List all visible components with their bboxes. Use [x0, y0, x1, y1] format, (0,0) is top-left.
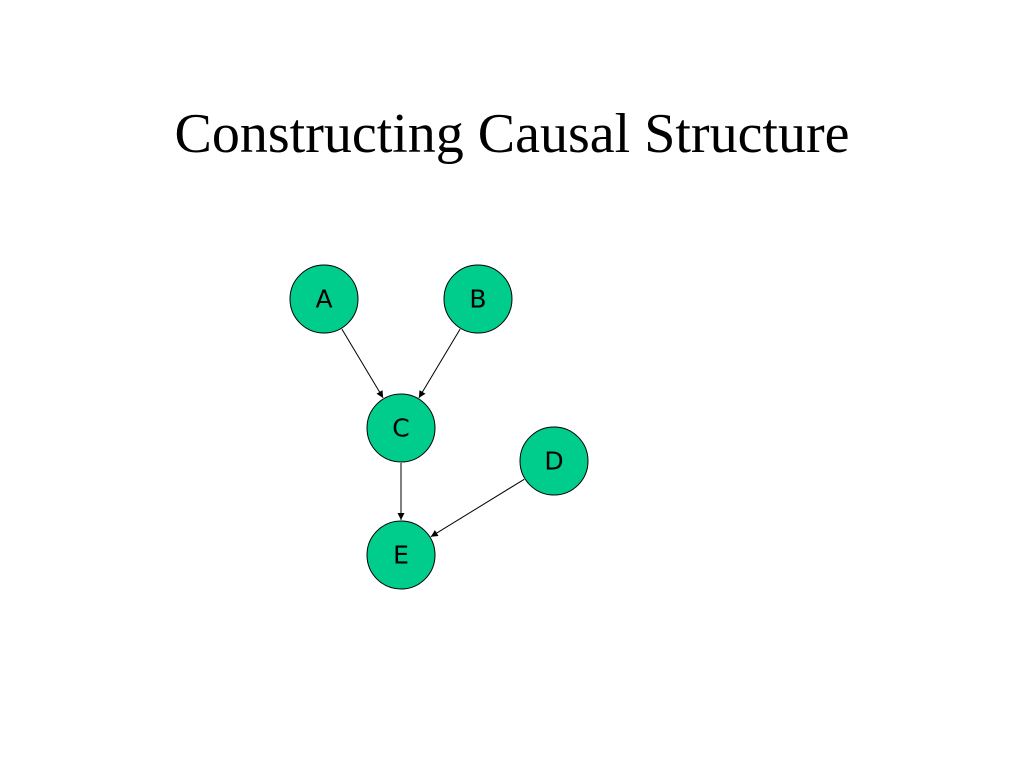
node-c: C: [366, 393, 436, 463]
node-e-circle: [366, 520, 436, 590]
node-layer: A B C D E: [289, 264, 589, 590]
node-e-label: E: [393, 541, 409, 570]
node-b-circle: [443, 264, 513, 334]
node-a: A: [289, 264, 359, 334]
node-e: E: [366, 520, 436, 590]
node-c-label: C: [392, 414, 409, 443]
node-d: D: [519, 426, 589, 496]
node-b-label: B: [469, 285, 486, 314]
slide-title: Constructing Causal Structure: [174, 103, 850, 165]
edge-d-to-e: [430, 478, 525, 538]
node-b: B: [443, 264, 513, 334]
node-d-circle: [519, 426, 589, 496]
edge-layer: [341, 328, 525, 538]
node-c-circle: [366, 393, 436, 463]
edge-a-to-c: [341, 328, 384, 399]
node-a-circle: [289, 264, 359, 334]
node-a-label: A: [315, 285, 332, 314]
edge-b-to-c: [418, 328, 461, 399]
node-d-label: D: [544, 447, 563, 476]
